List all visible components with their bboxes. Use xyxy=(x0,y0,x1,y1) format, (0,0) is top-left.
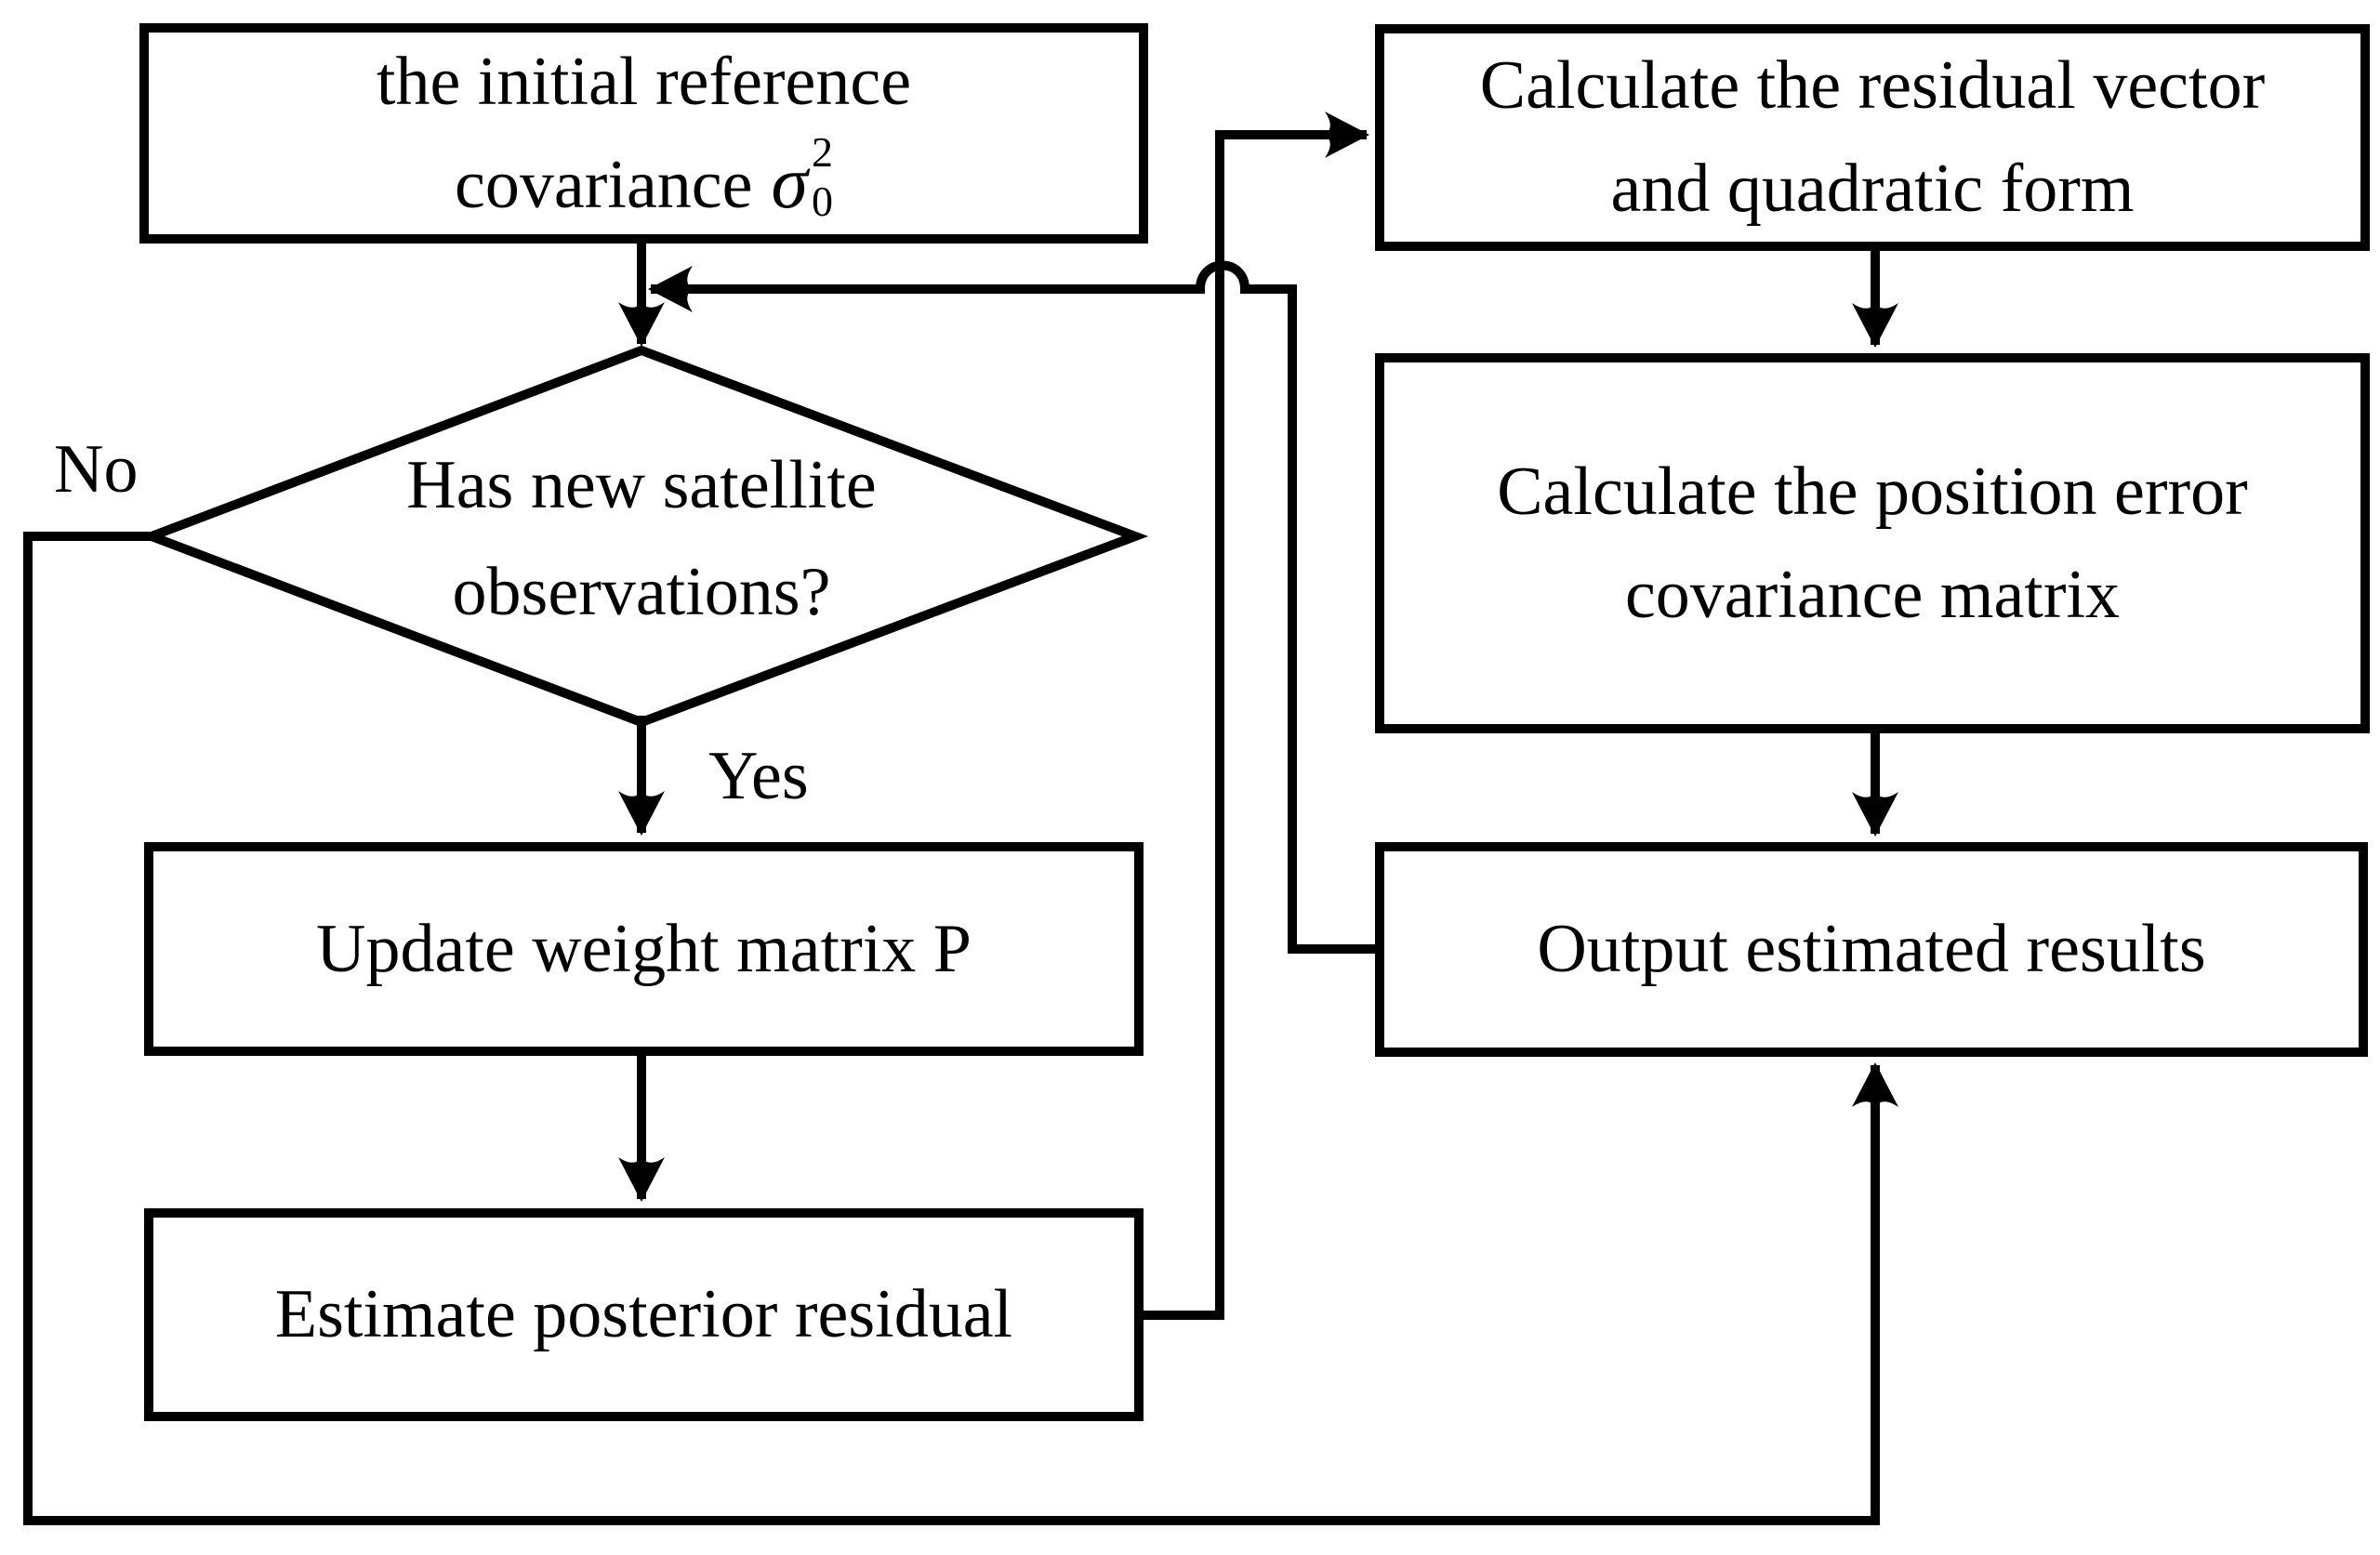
edge-output-feedback-to-decision xyxy=(648,260,1377,954)
edge-label-no: No xyxy=(54,431,139,507)
node-text-line: observations? xyxy=(452,554,831,630)
node-estimate-posterior-residual: Estimate posterior residual xyxy=(144,1208,1144,1421)
node-text-line: and quadratic form xyxy=(1610,151,2135,227)
sigma-superscript: 2 xyxy=(811,127,833,176)
node-decision-has-new-observations: Has new satellite observations? xyxy=(316,400,967,679)
edge-estimate-to-calc-residual xyxy=(1144,112,1369,1320)
node-text-line: Calculate the position error xyxy=(1497,453,2248,530)
node-output-estimated-results: Output estimated results xyxy=(1375,842,2368,1057)
node-text-line: Update weight matrix P xyxy=(316,910,972,987)
node-text-line: Calculate the residual vector xyxy=(1479,47,2266,124)
edge-decision-no-to-output xyxy=(23,532,1898,1525)
edge-label-yes: Yes xyxy=(708,738,809,814)
node-text-line: Has new satellite xyxy=(406,447,877,524)
sigma-symbol: σ xyxy=(771,141,808,224)
node-update-weight-matrix: Update weight matrix P xyxy=(144,842,1144,1056)
node-text-line: Estimate posterior residual xyxy=(274,1276,1013,1352)
node-calculate-position-error-covariance: Calculate the position error covariance … xyxy=(1375,353,2370,733)
node-calculate-residual-vector: Calculate the residual vector and quadra… xyxy=(1375,24,2370,251)
sigma-subscript: 0 xyxy=(811,177,833,225)
node-text-line: the initial reference xyxy=(376,43,912,120)
node-text-line: Output estimated results xyxy=(1537,911,2206,987)
covariance-text: covariance xyxy=(455,146,753,223)
node-text-line: covariance matrix xyxy=(1624,556,2121,633)
